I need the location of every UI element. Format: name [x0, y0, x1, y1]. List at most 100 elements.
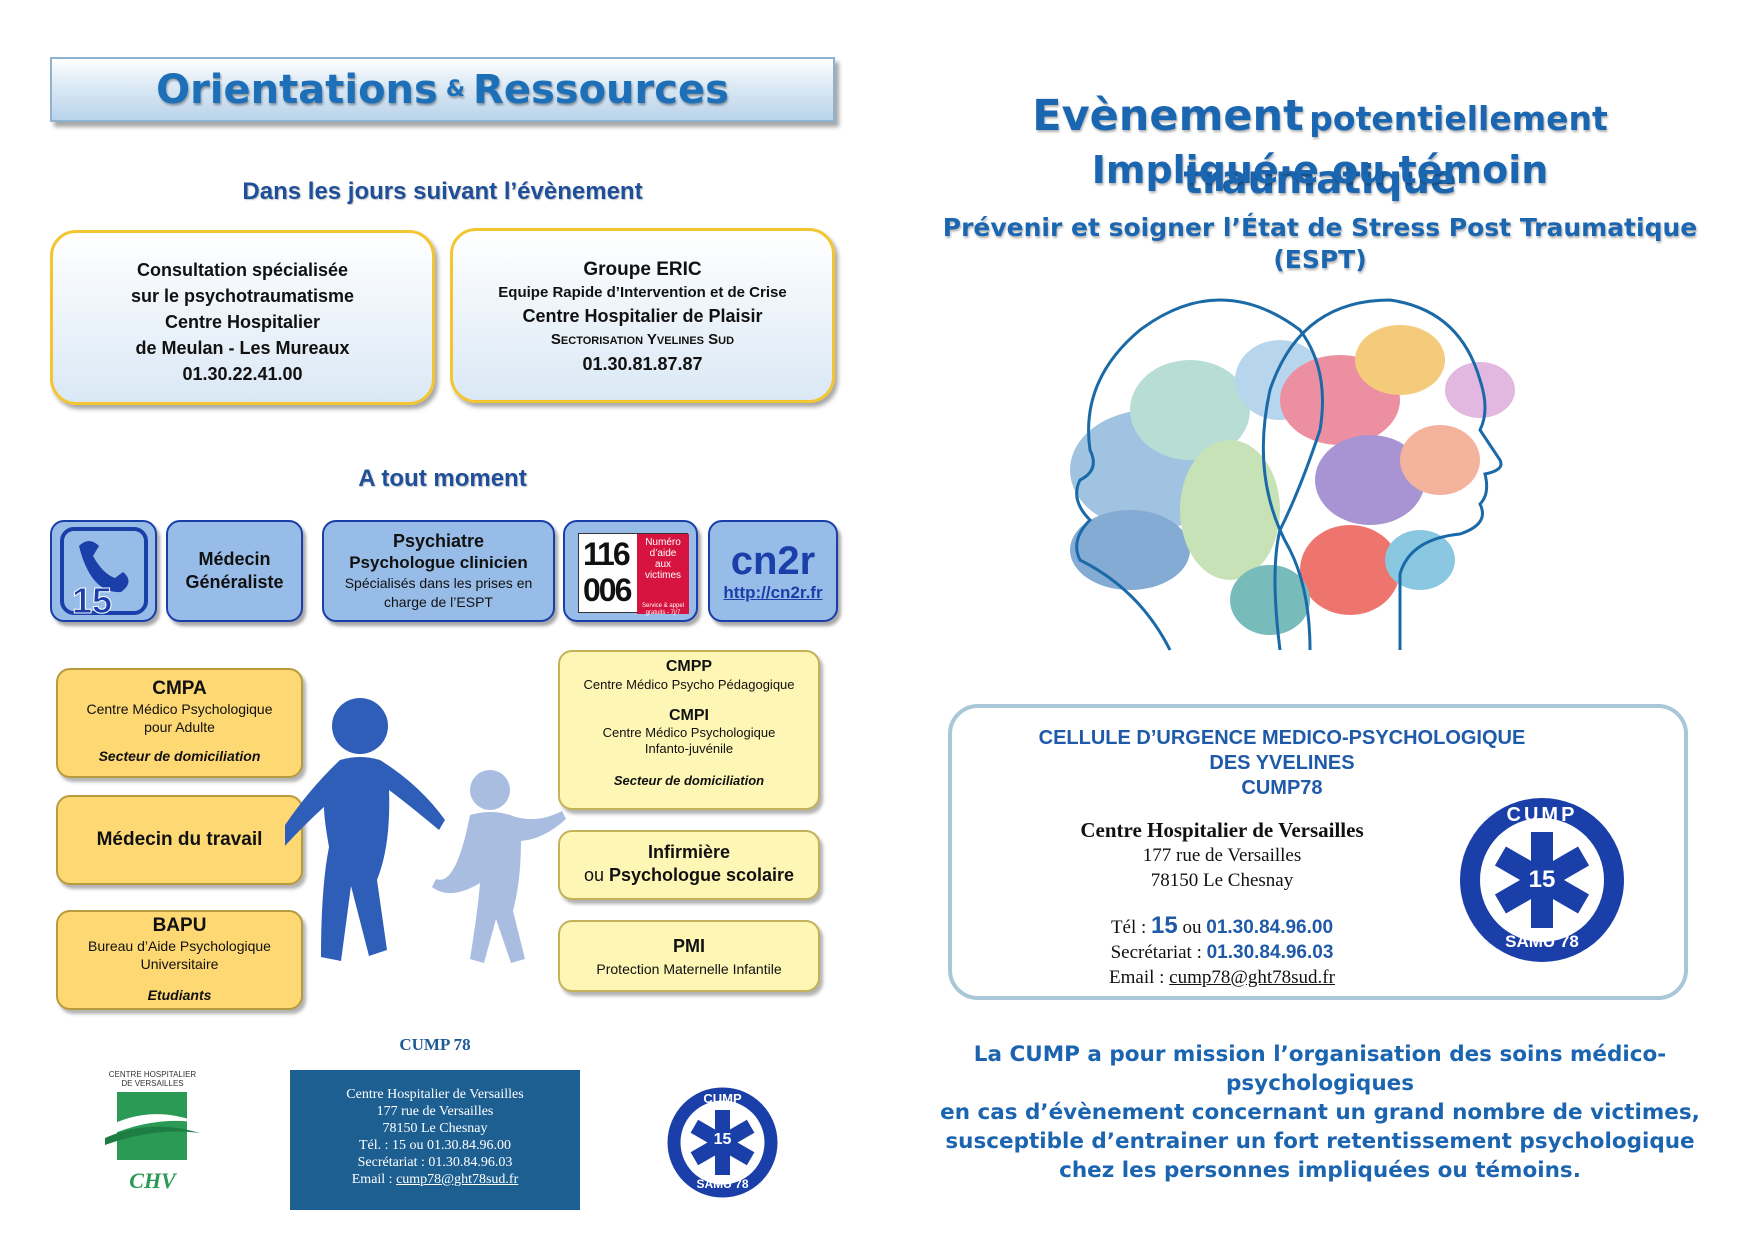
cump-tel-or: ou	[1177, 917, 1207, 938]
cump-street: 177 rue de Versailles	[1142, 845, 1302, 866]
title-part2: Ressources	[473, 66, 729, 113]
right-subtitle: Prévenir et soigner l’État de Stress Pos…	[942, 213, 1698, 274]
cump-star-of-life-icon	[667, 1087, 778, 1198]
cump-secretariat-label: Secrétariat :	[1110, 942, 1207, 963]
cump-card-left: Centre Hospitalier de Versailles 177 rue…	[290, 1070, 580, 1210]
right-title-line1: Evènement potentiellement traumatique	[900, 88, 1740, 216]
cump-tel-label: Tél :	[1110, 917, 1152, 938]
cump-label: CUMP 78	[399, 1035, 471, 1054]
meulan-line4: de Meulan - Les Mureaux	[135, 338, 350, 358]
title-banner: Orientations & Ressources	[50, 57, 835, 122]
title-word2: potentiellement	[1309, 99, 1608, 138]
phone-icon	[59, 527, 148, 615]
cump-large-center: 15	[1528, 866, 1556, 893]
cump-email[interactable]: cump78@ght78sud.fr	[1169, 967, 1335, 988]
cmpp-cmpi-box: CMPP Centre Médico Psycho Pédagogique CM…	[558, 650, 820, 810]
cmpp-title: CMPP	[665, 658, 713, 675]
cump-left-line1: Centre Hospitalier de Versailles	[346, 1087, 524, 1102]
infirmiere-line1: Infirmière	[647, 842, 731, 862]
section-heading-anytime: A tout moment	[358, 465, 527, 492]
title-word1: Evènement	[1032, 91, 1304, 141]
victim-small: Service & appel gratuits - 7j/7	[641, 603, 685, 616]
title-amp: &	[445, 77, 466, 102]
cn2r-logo: cn2r	[731, 539, 816, 583]
cump-large-bottom: SAMU 78	[1505, 932, 1579, 951]
victim-number-bottom: 006	[583, 572, 632, 608]
cump-small-bottom: SAMU 78	[696, 1177, 749, 1191]
samu-number: 15	[71, 580, 113, 622]
cump-tel-number: 01.30.84.96.00	[1206, 917, 1334, 938]
child-figure	[432, 770, 566, 963]
cmpp-sub: Centre Médico Psycho Pédagogique	[583, 677, 795, 692]
eric-line1: Groupe ERIC	[583, 259, 702, 280]
medecin-generaliste-box: Médecin Généraliste	[166, 520, 303, 622]
cump-left-line2: 177 rue de Versailles	[376, 1104, 494, 1119]
victim-number-top: 116	[583, 536, 631, 572]
cmpa-title: CMPA	[152, 678, 207, 699]
meulan-line2: sur le psychotraumatisme	[130, 286, 355, 306]
cump-small-top: CUMP	[703, 1091, 742, 1106]
medecin-line2: Généraliste	[185, 572, 284, 592]
bapu-box: BAPU Bureau d’Aide Psychologique Univers…	[56, 910, 303, 1010]
cump-city: 78150 Le Chesnay	[1150, 870, 1294, 891]
box-meulan: Consultation spécialisée sur le psychotr…	[50, 230, 435, 405]
mission-line2: en cas d’évènement concernant un grand n…	[940, 1100, 1700, 1125]
victim-label3: aux victimes	[644, 559, 682, 581]
psychiatre-line3: Spécialisés dans les prises en	[344, 575, 533, 591]
medecin-travail-box: Médecin du travail	[56, 795, 303, 885]
psychiatre-box: Psychiatre Psychologue clinicien Spécial…	[322, 520, 555, 622]
mission-line3: susceptible d’entrainer un fort retentis…	[945, 1129, 1695, 1154]
bapu-sub2: Universitaire	[140, 956, 219, 972]
cn2r-link[interactable]: http://cn2r.fr	[723, 583, 823, 602]
meulan-line1: Consultation spécialisée	[136, 260, 349, 280]
cump-left-line3: 78150 Le Chesnay	[382, 1121, 488, 1136]
cmpa-box: CMPA Centre Médico Psychologique pour Ad…	[56, 668, 303, 778]
eric-line4: Sectorisation Yvelines Sud	[550, 331, 735, 348]
cump-secretariat-number: 01.30.84.96.03	[1206, 942, 1334, 963]
cmpa-foot: Secteur de domiciliation	[98, 748, 261, 764]
pmi-title: PMI	[672, 936, 705, 956]
victim-red-label: Numéro d’aide aux victimes Service & app…	[637, 534, 689, 616]
cump-heading: CELLULE D’URGENCE MEDICO-PSYCHOLOGIQUE D…	[952, 726, 1612, 801]
cump-left-line4: Tél. : 15 ou 01.30.84.96.00	[358, 1138, 512, 1153]
title-part1: Orientations	[156, 66, 438, 113]
cump-email-label: Email :	[1109, 967, 1170, 988]
cmpa-sub1: Centre Médico Psychologique	[86, 701, 273, 717]
chv-logo-bottom: CHV	[129, 1168, 176, 1193]
psychiatre-line1: Psychiatre	[392, 531, 485, 551]
cmpi-foot: Secteur de domiciliation	[613, 773, 765, 788]
cmpa-sub2: pour Adulte	[144, 719, 215, 735]
cump-logo-large: CUMP 15 SAMU 78	[1458, 796, 1626, 964]
cmpi-sub1: Centre Médico Psychologique	[602, 725, 776, 740]
mission-line1: La CUMP a pour mission l’organisation de…	[973, 1042, 1667, 1096]
cn2r-box: cn2r http://cn2r.fr	[708, 520, 838, 622]
medecin-line1: Médecin	[198, 549, 271, 569]
chv-logo: CENTRE HOSPITALIER DE VERSAILLES CHV	[95, 1070, 210, 1195]
cump-heading2: DES YVELINES	[1209, 752, 1355, 774]
cmpi-title: CMPI	[669, 707, 709, 724]
cump-small-center: 15	[713, 1131, 732, 1148]
section-heading-days: Dans les jours suivant l’évènement	[242, 178, 643, 205]
cump-star-of-life-large-icon	[1460, 798, 1624, 962]
bapu-foot: Etudiants	[147, 987, 212, 1003]
right-title-line2: Impliqué·e ou témoin	[1091, 148, 1549, 192]
eric-phone: 01.30.81.87.87	[582, 354, 703, 374]
chv-logo-top: CENTRE HOSPITALIER	[108, 1070, 197, 1079]
cump-left-email[interactable]: cump78@ght78sud.fr	[396, 1172, 519, 1187]
eric-line2: Equipe Rapide d’Intervention et de Crise	[498, 284, 787, 301]
samu-phone-box: 15	[50, 520, 157, 622]
pmi-sub: Protection Maternelle Infantile	[596, 961, 782, 977]
infirmiere-box: Infirmière ou Psychologue scolaire	[558, 830, 820, 900]
meulan-line3: Centre Hospitalier	[164, 312, 321, 332]
parent-child-figures	[285, 698, 566, 963]
adult-figure	[285, 698, 445, 961]
cmpi-sub2: Infanto-juvénile	[644, 741, 734, 756]
infirmiere-or: ou	[583, 865, 604, 885]
psychiatre-line2: Psychologue clinicien	[349, 553, 528, 572]
trauma-heads-illustration	[1070, 298, 1515, 651]
victim-line-logo: 116 006 Numéro d’aide aux victimes Servi…	[578, 533, 689, 616]
title-word3: traumatique	[1183, 158, 1457, 203]
cump-heading1: CELLULE D’URGENCE MEDICO-PSYCHOLOGIQUE	[1038, 727, 1526, 749]
meulan-phone: 01.30.22.41.00	[182, 364, 303, 384]
cn2r-logo-text: cn2r	[730, 539, 816, 583]
